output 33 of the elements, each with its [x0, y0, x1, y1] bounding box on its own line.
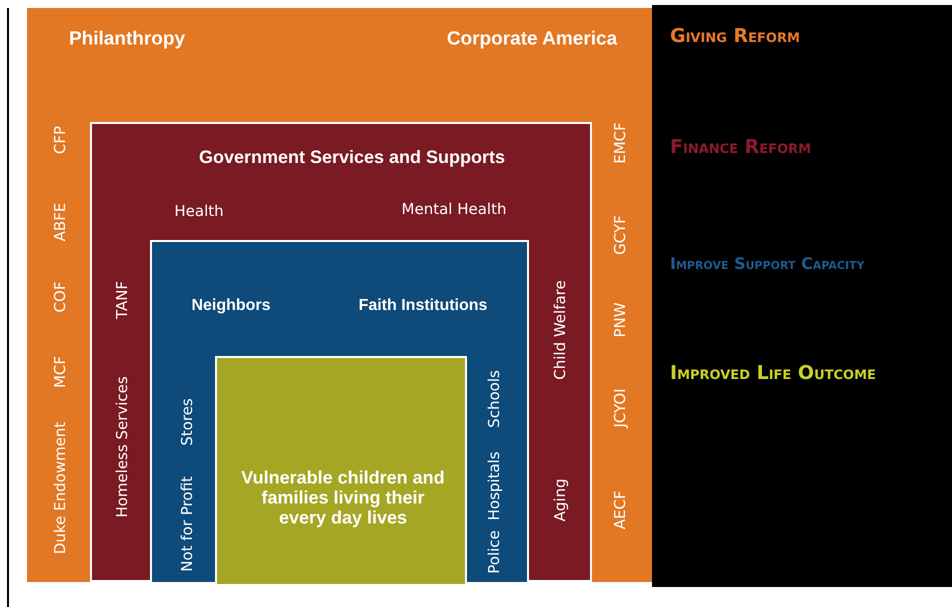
category-label: Improved Life Outcome	[670, 362, 876, 384]
box-label: Duke Endowment	[52, 422, 68, 554]
box-label: JCYOI	[612, 388, 628, 428]
box-heading: Philanthropy	[68, 30, 186, 50]
box-heading: Vulnerable children and families living their every day lives	[240, 468, 446, 528]
box-label: COF	[52, 282, 68, 312]
box-label: Mental Health	[402, 200, 506, 218]
box-label: MCF	[52, 356, 68, 388]
category-label: Finance Reform	[670, 136, 812, 158]
category-label: Giving Reform	[670, 25, 800, 47]
box-label: Hospitals	[486, 451, 502, 521]
category-label: Improve Support Capacity	[670, 254, 865, 273]
inner-box	[150, 240, 529, 584]
center-box	[215, 356, 467, 586]
box-label: Homeless Services	[114, 376, 130, 518]
box-label: GCYF	[612, 215, 628, 255]
box-label: Not for Profit	[178, 476, 196, 572]
box-label: Aging	[552, 478, 568, 522]
box-label: Police	[486, 530, 502, 574]
box-label: AECF	[612, 490, 628, 530]
box-label: Schools	[486, 370, 502, 428]
box-label: PNW	[612, 302, 628, 338]
box-label: ABFE	[52, 202, 68, 242]
box-heading: Government Services and Supports	[198, 148, 506, 168]
box-label: Stores	[178, 398, 196, 446]
box-label: Health	[174, 202, 224, 220]
box-label: CFP	[52, 126, 68, 154]
box-label: EMCF	[612, 122, 628, 164]
box-label: Corporate America	[446, 30, 618, 50]
box-label: TANF	[114, 280, 130, 320]
box-label: Child Welfare	[552, 280, 568, 380]
box-label: Faith Institutions	[358, 297, 488, 315]
box-heading: Neighbors	[191, 297, 271, 315]
